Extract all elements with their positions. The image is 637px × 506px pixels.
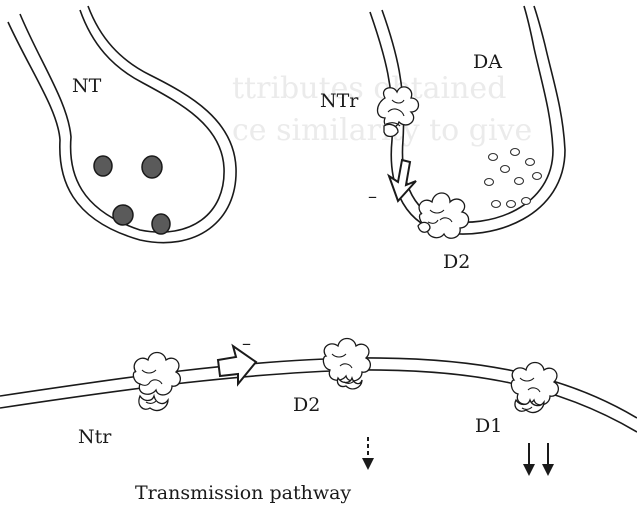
vesicle xyxy=(501,166,510,173)
synaptic-vesicles-dark xyxy=(94,156,170,234)
bleed-through-line-2: ce similarity to give xyxy=(232,113,532,148)
vesicle xyxy=(152,214,170,234)
vesicle xyxy=(507,201,516,208)
label-d2-top: D2 xyxy=(443,251,470,273)
label-nt: NT xyxy=(72,75,102,97)
receptor-ntr-bottom xyxy=(133,353,180,411)
solid-down-arrows xyxy=(523,443,554,476)
vesicle xyxy=(511,149,520,156)
vesicle xyxy=(113,205,133,225)
vesicle xyxy=(485,179,494,186)
label-d2-bottom: D2 xyxy=(293,394,320,416)
label-ntr-top: NTr xyxy=(320,90,359,112)
label-d1-bottom: D1 xyxy=(475,415,502,437)
vesicle xyxy=(522,198,531,205)
label-ntr-bottom: Ntr xyxy=(78,426,112,448)
receptor-d2-top xyxy=(418,193,469,238)
membrane-transmission-pathway: – Ntr D2 D1 Transmission pathway xyxy=(0,333,637,504)
vesicle xyxy=(492,201,501,208)
receptor-d2-bottom xyxy=(323,339,370,389)
receptor-d1-bottom xyxy=(511,363,558,413)
label-da: DA xyxy=(473,51,502,73)
dashed-down-arrow xyxy=(362,437,374,470)
minus-sign-bottom: – xyxy=(242,333,251,354)
vesicle xyxy=(526,159,535,166)
vesicle xyxy=(515,178,524,185)
nerve-terminal-left: NT xyxy=(8,6,236,243)
bleed-through-line-1: ttributes obtained xyxy=(232,71,506,106)
minus-sign-top: – xyxy=(368,186,377,207)
vesicle xyxy=(94,156,112,176)
vesicle xyxy=(489,154,498,161)
vesicle xyxy=(142,156,162,178)
caption-transmission-pathway: Transmission pathway xyxy=(135,482,351,504)
vesicle xyxy=(533,173,542,180)
